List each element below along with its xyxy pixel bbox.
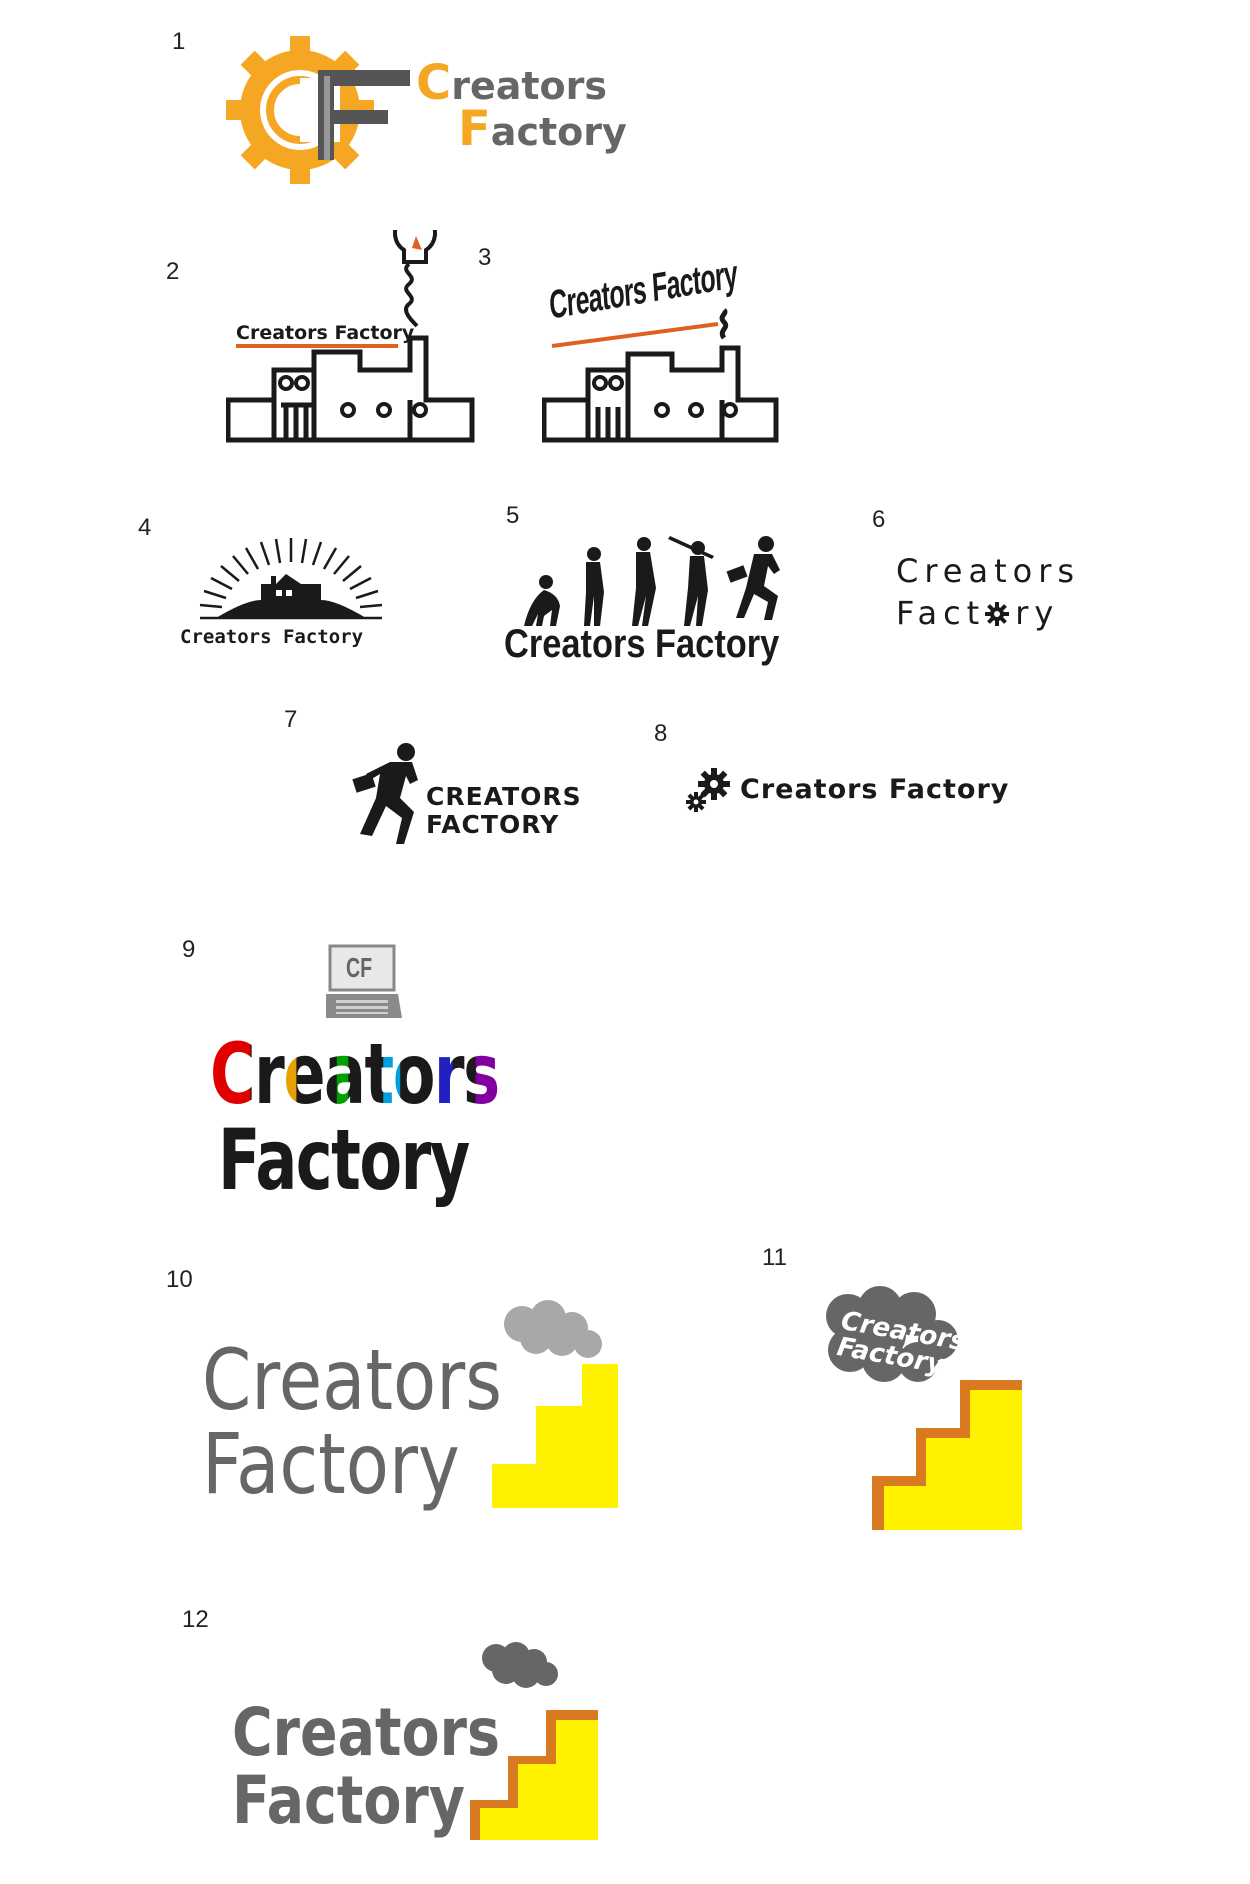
logo-number-9: 9 — [182, 936, 196, 963]
logo10-line1: Creators — [202, 1331, 502, 1429]
logo-number-3: 3 — [478, 244, 492, 271]
logo-number-10: 10 — [166, 1266, 193, 1293]
logo9-line1: Creators — [210, 1032, 500, 1116]
logo4-wordmark: Creators Factory — [180, 626, 364, 648]
logo-number-8: 8 — [654, 720, 668, 747]
cloud-stairs-icon — [492, 1300, 618, 1508]
logo-number-4: 4 — [138, 514, 152, 541]
logo-9: CF Creators Factory — [210, 944, 540, 1204]
factory-icon — [542, 308, 779, 443]
sunrise-house-icon — [199, 538, 383, 620]
logo1-reators: reators — [451, 64, 608, 108]
logo12-line1: Creators — [232, 1694, 500, 1771]
logo1-cap-f: F — [458, 101, 491, 157]
gears-icon — [686, 768, 730, 812]
logo-8: Creators Factory — [684, 766, 1008, 826]
factory-bulb-icon — [226, 230, 475, 443]
logo6-line1: Creators — [896, 552, 1081, 590]
laptop-icon — [326, 944, 402, 1018]
logo-11: Creators Factory — [818, 1286, 1038, 1536]
logo10-line2: Factory — [202, 1415, 460, 1513]
logo1-line1: Creators — [416, 59, 608, 108]
logo-number-11: 11 — [762, 1244, 787, 1271]
logo-5: Creators Factory — [502, 530, 802, 670]
logo-number-7: 7 — [284, 706, 298, 733]
logo1-line2: Factory — [458, 105, 627, 154]
stairs-icon — [872, 1380, 1022, 1530]
logo1-actory: actory — [490, 110, 627, 154]
logo-number-2: 2 — [166, 258, 180, 285]
cloud-stairs-icon — [470, 1642, 598, 1840]
logo1-cap-c: C — [416, 55, 452, 111]
logo6-ry: ry — [1015, 594, 1060, 632]
logo-10: Creators Factory — [202, 1294, 632, 1524]
logo-number-1: 1 — [172, 28, 186, 55]
logo-7: CREATORS FACTORY — [346, 740, 596, 850]
logo8-wordmark: Creators Factory — [740, 774, 1010, 805]
logo9-monogram: CF — [346, 952, 373, 983]
f-letter-mark — [318, 70, 410, 160]
evolution-silhouettes-icon — [524, 536, 780, 626]
logo-4: Creators Factory — [176, 534, 406, 664]
logo9-creators: Creators — [210, 1025, 500, 1123]
cloud-badge-icon — [826, 1286, 958, 1382]
logo-3: Creators Factory — [542, 252, 792, 452]
running-man-icon — [352, 743, 418, 844]
logo2-wordmark: Creators Factory — [236, 322, 415, 344]
logo12-line2: Factory — [232, 1762, 465, 1839]
logo7-line2: FACTORY — [426, 810, 560, 839]
logo-number-12: 12 — [182, 1606, 209, 1633]
logo-1: CF Creators Factory — [220, 30, 640, 190]
logo9-line2: Factory — [218, 1111, 470, 1209]
logo6-fact: Fact — [896, 594, 986, 632]
logo-number-6: 6 — [872, 506, 886, 533]
logo-number-5: 5 — [506, 502, 520, 529]
gear-icon — [985, 602, 1010, 626]
logo-12: Creators Factory — [232, 1640, 632, 1840]
logo7-line1: CREATORS — [426, 782, 582, 811]
logo5-wordmark: Creators Factory — [504, 622, 780, 666]
logo-2: Creators Factory — [226, 230, 486, 450]
